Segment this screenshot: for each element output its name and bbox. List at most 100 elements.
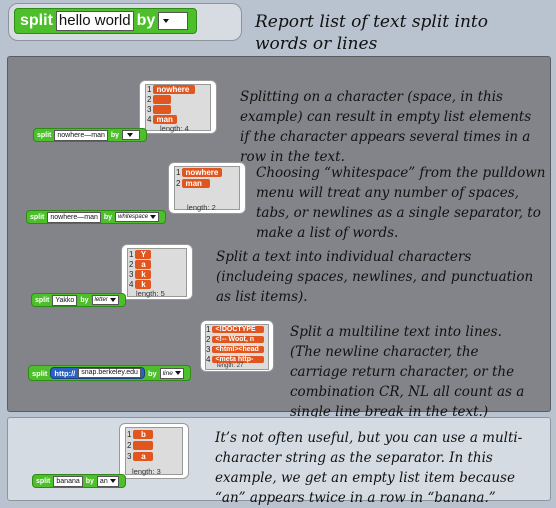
list-index: 2	[147, 95, 152, 104]
list-index: 3	[127, 452, 132, 461]
text-slot[interactable]: nowhere—man	[54, 129, 108, 141]
list-cell: a	[135, 260, 152, 269]
list-item: 2	[147, 95, 172, 104]
list-index: 4	[129, 280, 134, 289]
list-item: 2	[127, 441, 154, 450]
list-index: 3	[206, 345, 211, 354]
separator-dropdown[interactable]	[122, 130, 141, 140]
by-label: by	[80, 296, 89, 304]
separator-dropdown[interactable]	[158, 12, 189, 30]
example2-description: Choosing “whitespace” from the pulldown …	[256, 165, 546, 241]
text-slot[interactable]: Yakko	[52, 294, 78, 306]
url-text-slot[interactable]: snap.berkeley.edu	[78, 368, 141, 378]
separator-dropdown[interactable]: letter	[91, 295, 119, 305]
list-index: 1	[129, 250, 134, 259]
text-slot[interactable]: hello world	[55, 11, 134, 31]
separator-value: whitespace	[118, 214, 149, 220]
list-item: 1<!DOCTYPE	[206, 325, 265, 334]
separator-value: an	[99, 477, 108, 485]
by-label: by	[147, 368, 157, 378]
example3-split-block[interactable]: split Yakko by letter	[31, 293, 126, 307]
separator-text-slot[interactable]: an	[96, 475, 119, 487]
list-cell: nowhere	[153, 85, 196, 94]
list-length-label: length: 3	[132, 467, 161, 476]
split-label: split	[30, 213, 45, 221]
separator-value: line	[162, 369, 173, 377]
list-cell: a	[133, 452, 154, 461]
list-item: 3	[147, 105, 172, 114]
list-item: 4<meta http-	[206, 355, 265, 364]
list-cell: Y	[135, 250, 152, 259]
list-cell: k	[135, 280, 152, 289]
list-index: 1	[127, 430, 132, 439]
header-split-block[interactable]: split hello world by	[14, 8, 198, 34]
list-index: 2	[206, 335, 211, 344]
dropdown-arrow-icon	[127, 133, 134, 137]
example1-description: Splitting on a character (space, in this…	[240, 89, 532, 165]
split-label: split	[32, 368, 48, 378]
separator-dropdown[interactable]: whitespace	[115, 212, 160, 222]
list-index: 4	[147, 115, 152, 124]
text-slot[interactable]: banana	[53, 475, 83, 487]
list-index: 2	[129, 260, 134, 269]
header-description: Report list of text split into words or …	[255, 12, 488, 54]
list-length-label: length: 2	[187, 203, 216, 212]
split-label: split	[35, 296, 50, 304]
list-cell: <!DOCTYPE	[212, 326, 265, 333]
split-label: split	[20, 12, 53, 29]
list-item: 2<!-- Woot, n	[206, 335, 265, 344]
url-reporter-block[interactable]: http:// snap.berkeley.edu	[50, 367, 145, 379]
list-index: 1	[176, 168, 181, 177]
list-cell: man	[153, 115, 178, 124]
list-cell: k	[135, 270, 152, 279]
list-cell: b	[133, 430, 154, 439]
list-cell: <meta http-	[212, 356, 265, 363]
split-label: split	[37, 131, 52, 139]
list-cell: nowhere	[182, 168, 223, 177]
list-length-label: length: 4	[160, 124, 189, 133]
example4-description-line: Split a multiline text into lines.	[290, 324, 502, 340]
example2-split-block[interactable]: split nowhere—man by whitespace	[26, 210, 167, 224]
by-label: by	[85, 477, 94, 485]
by-label: by	[103, 213, 113, 221]
list-cell	[133, 441, 154, 450]
by-label: by	[136, 12, 156, 29]
list-index: 2	[176, 179, 181, 188]
dropdown-arrow-icon	[109, 479, 116, 483]
example4-description: Split a multiline text into lines. (The …	[290, 322, 540, 422]
bottom-split-block[interactable]: split banana by an	[32, 474, 126, 488]
list-cell	[153, 95, 172, 104]
list-length-label: length: 5	[136, 289, 165, 298]
separator-value: letter	[94, 297, 108, 303]
text-slot[interactable]: nowhere—man	[47, 211, 101, 223]
multichar-panel	[7, 417, 551, 501]
separator-dropdown[interactable]: line	[159, 367, 184, 379]
list-index: 4	[206, 355, 211, 364]
dropdown-arrow-icon	[109, 298, 116, 302]
list-cell	[153, 105, 172, 114]
list-length-label: length: 27	[217, 363, 244, 369]
list-cell: <html><head	[212, 346, 265, 353]
url-label: http://	[54, 368, 76, 378]
example3-description: Split a text into individual characters …	[216, 249, 534, 305]
example1-split-block[interactable]: split nowhere—man by	[33, 128, 148, 142]
by-label: by	[110, 131, 120, 139]
examples-panel	[7, 56, 551, 412]
list-cell: man	[182, 179, 211, 188]
example4-split-block[interactable]: split http:// snap.berkeley.edu by line	[28, 365, 191, 381]
list-index: 3	[129, 270, 134, 279]
dropdown-arrow-icon	[150, 215, 157, 219]
list-index: 1	[206, 325, 211, 334]
